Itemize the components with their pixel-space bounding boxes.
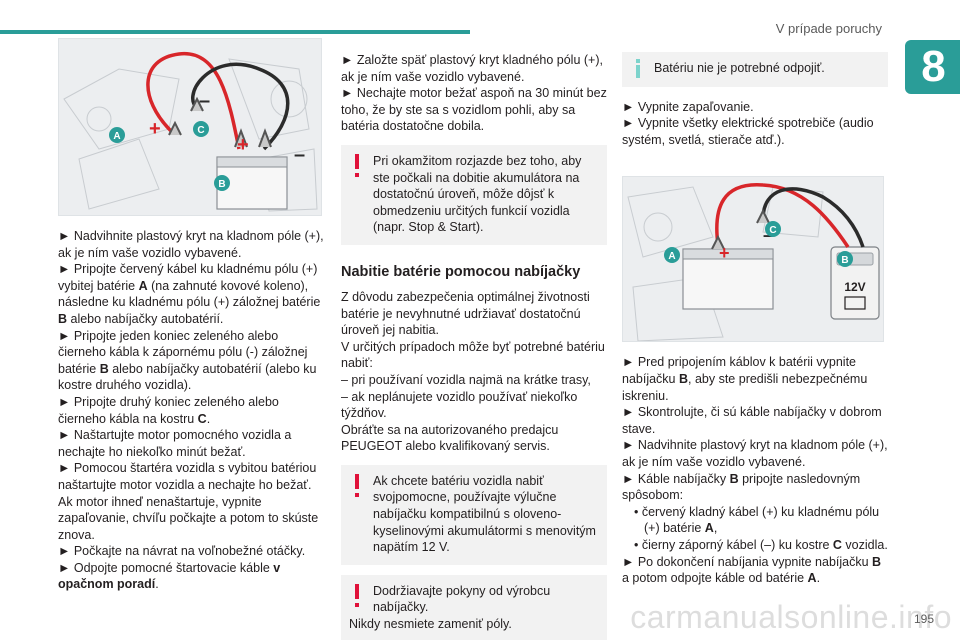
- label-c: C: [197, 125, 204, 136]
- warning-icon: [355, 153, 359, 177]
- warning-box-charger: Ak chcete batériu vozidla nabiť svojpomo…: [341, 464, 607, 565]
- col1-step-idle: ► Počkajte na návrat na voľnobežné otáčk…: [58, 544, 306, 559]
- jumpstart-diagram: + + – – A C B: [59, 39, 321, 215]
- label-c-badge: [765, 221, 781, 238]
- chapter-tab: 8: [905, 40, 960, 94]
- col3-step-open-cover: ► Nadvihnite plastový kryt na kladnom pó…: [622, 438, 888, 469]
- section-heading-charger: Nabitie batérie pomocou nabíjačky: [341, 263, 581, 280]
- info-box-no-disconnect: Batériu nie je potrebné odpojiť.: [622, 52, 888, 87]
- plus-sign-1: +: [149, 118, 161, 140]
- warning-box-restart: Pri okamžitom rozjazde bez toho, aby ste…: [341, 144, 607, 245]
- col3-step-finish: ► Po dokončení nabíjania vypnite nabíjač…: [622, 554, 882, 586]
- column-2: ► Založte späť plastový kryt kladného pó…: [341, 52, 607, 640]
- label-c-charger: C: [769, 225, 776, 236]
- label-b-badge: [837, 251, 853, 268]
- charger-diagram: + – A C B 12V: [623, 177, 883, 342]
- warning-text-restart: Pri okamžitom rozjazde bez toho, aby ste…: [373, 153, 582, 235]
- col1-step-black-cable-2: ► Pripojte druhý koniec zeleného alebo č…: [58, 394, 279, 426]
- col1-note-retry: Ak motor ihneď nenaštartuje, vypnite zap…: [58, 494, 319, 542]
- info-text: Batériu nie je potrebné odpojiť.: [654, 61, 825, 75]
- plus-sign-charger: +: [719, 243, 730, 263]
- battery-icon: [844, 296, 866, 310]
- info-icon: [636, 59, 640, 78]
- col3-step-connect-cables: ► Káble nabíjačky B pripojte nasledovným…: [622, 471, 861, 503]
- warning-box-polarity: Dodržiavajte pokyny od výrobcu nabíjačky…: [341, 574, 607, 640]
- col2-contact-dealer: Obráťte sa na autorizovaného predajcu PE…: [341, 422, 559, 454]
- label-b-badge: [214, 175, 230, 191]
- col2-step-close-cover: ► Založte späť plastový kryt kladného pó…: [341, 53, 603, 84]
- section-title: V prípade poruchy: [775, 21, 882, 36]
- col1-step-start-vehicle: ► Pomocou štartéra vozidla s vybitou bat…: [58, 461, 317, 492]
- warning-text-instructions: Dodržiavajte pokyny od výrobcu nabíjačky…: [373, 583, 551, 615]
- col3-step-check-cables: ► Skontrolujte, či sú káble nabíjačky v …: [622, 405, 882, 436]
- charger-voltage-label: 12V: [844, 280, 865, 294]
- col2-cases-intro: V určitých prípadoch môže byť potrebné b…: [341, 339, 605, 371]
- col1-step-red-cable: ► Pripojte červený kábel ku kladnému pól…: [58, 262, 321, 326]
- label-a-badge: [109, 127, 125, 143]
- label-c-badge: [193, 121, 209, 137]
- column-1: + + – – A C B ► Nadvihnite plastový kryt…: [58, 38, 326, 593]
- col3-step-ignition-off: ► Vypnite zapaľovanie.: [622, 99, 754, 114]
- header-accent-bar: [0, 30, 470, 34]
- col2-step-run-engine: ► Nechajte motor bežať aspoň na 30 minút…: [341, 86, 607, 134]
- col3-bullet-red-cable: • červený kladný kábel (+) ku kladnému p…: [634, 504, 880, 536]
- warning-text-polarity: Nikdy nesmiete zameniť póly.: [349, 617, 512, 632]
- col3-step-consumers-off: ► Vypnite všetky elektrické spotrebiče (…: [622, 116, 874, 147]
- label-b-charger: B: [841, 255, 848, 266]
- minus-sign-2: –: [294, 144, 305, 166]
- col2-intro: Z dôvodu zabezpečenia optimálnej životno…: [341, 289, 590, 338]
- warning-text-charger: Ak chcete batériu vozidla nabiť svojpomo…: [373, 473, 596, 555]
- warning-icon: [355, 583, 359, 607]
- page-number: 195: [913, 612, 934, 626]
- col3-step-charger-off: ► Pred pripojením káblov k batérii vypni…: [622, 355, 868, 403]
- col1-step-disconnect: ► Odpojte pomocné štartovacie káble v op…: [58, 560, 281, 592]
- col1-step-start-helper: ► Naštartujte motor pomocného vozidla a …: [58, 428, 292, 459]
- watermark: carmanualsonline.info: [630, 599, 952, 635]
- charger-illustration: + – A C B 12V: [622, 176, 884, 343]
- column-3: Batériu nie je potrebné odpojiť. ► Vypni…: [622, 52, 888, 587]
- col2-case-long-idle: – ak neplánujete vozidlo používať niekoľ…: [341, 389, 578, 421]
- col3-bullet-black-cable: • čierny záporný kábel (–) ku kostre C v…: [634, 537, 888, 552]
- minus-sign-1: –: [199, 90, 210, 112]
- warning-icon: [355, 473, 359, 497]
- jumpstart-illustration: + + – – A C B: [58, 38, 322, 216]
- label-a-badge: [664, 247, 680, 264]
- col1-step-black-cable-1: ► Pripojte jeden koniec zeleného alebo č…: [58, 328, 317, 393]
- label-a-charger: A: [668, 251, 675, 262]
- plus-sign-2: +: [237, 134, 249, 156]
- label-b: B: [218, 179, 225, 190]
- label-a: A: [113, 131, 120, 142]
- col2-case-short-trips: – pri používaní vozidla najmä na krátke …: [341, 372, 591, 387]
- col1-step-open-cover: ► Nadvihnite plastový kryt na kladnom pó…: [58, 229, 324, 260]
